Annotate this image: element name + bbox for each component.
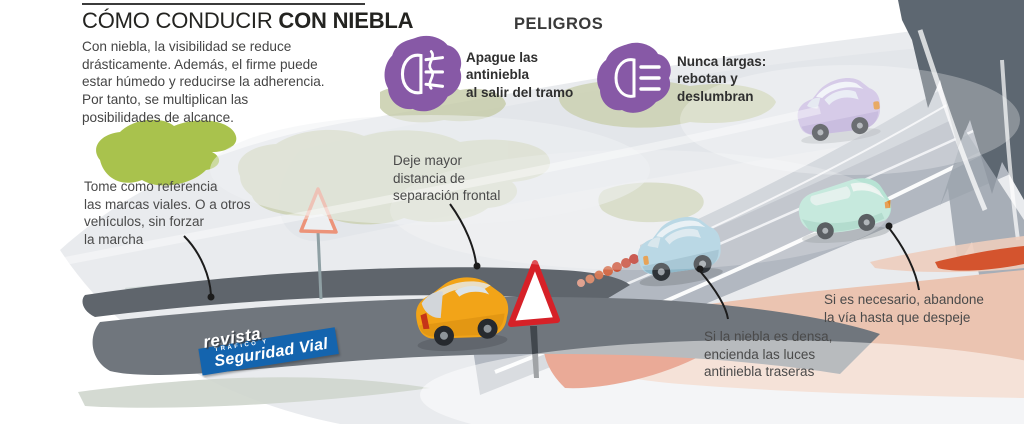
teal-van [798, 178, 892, 244]
callout-dot-road-marks [207, 293, 215, 301]
fog-overlay [59, 65, 1024, 424]
callout-line-leave-road [888, 227, 920, 291]
page-title-bold: CON NIEBLA [278, 8, 414, 33]
page-title: CÓMO CONDUCIR CON NIEBLA [82, 8, 414, 34]
callout-dot-fog-lights [696, 265, 704, 273]
rear-fog-light-icon [384, 35, 462, 112]
foreground-warning-triangle-sign [508, 260, 560, 378]
title-rule [82, 3, 365, 5]
callout-line-road-marks [183, 235, 212, 296]
callout-dot-leave-road [885, 222, 893, 230]
annotation-rear-fog-lights: Si la niebla es densa, encienda las luce… [704, 329, 833, 380]
annotation-frontal-distance: Deje mayor distancia de separación front… [393, 153, 501, 204]
purple-car [797, 78, 881, 144]
callout-lines [183, 203, 920, 320]
rear-fog-lights-trail [577, 254, 639, 287]
intro-paragraph: Con niebla, la visibilidad se reduce drá… [82, 39, 325, 125]
callout-line-distance [449, 203, 477, 264]
high-beam-icon [597, 42, 671, 113]
callout-line-fog-lights [699, 270, 729, 320]
orange-edge-band [935, 246, 1024, 271]
orange-car [416, 277, 509, 352]
callout-dot-distance [473, 262, 481, 270]
page-title-regular: CÓMO CONDUCIR [82, 8, 279, 33]
annotation-road-marks: Tome como referencia las marcas viales. … [84, 179, 251, 247]
dangers-heading: PELIGROS [514, 15, 604, 33]
green-field-blob [96, 119, 237, 186]
annotation-leave-road: Si es necesario, abandone la vía hasta q… [824, 292, 984, 325]
danger-label-fog-lights: Apague las antiniebla al salir del tramo [466, 50, 574, 100]
danger-label-high-beams: Nunca largas: rebotan y deslumbran [677, 54, 767, 104]
